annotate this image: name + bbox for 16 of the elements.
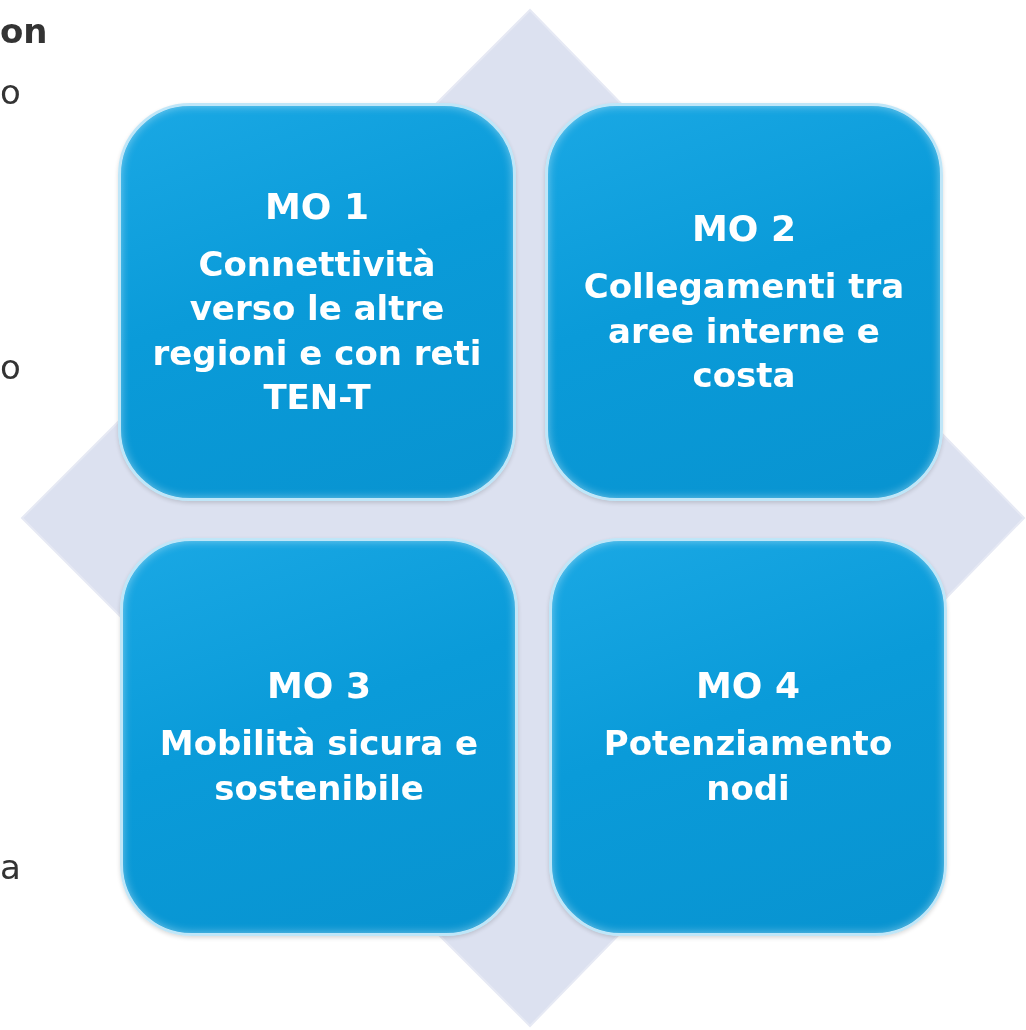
cropped-text: o xyxy=(0,75,21,109)
cropped-text: on xyxy=(0,14,48,48)
objective-tile xyxy=(545,103,943,501)
objective-tile xyxy=(549,538,947,936)
tile-text: Mobilità sicura e sostenibile xyxy=(158,722,480,810)
objective-tile xyxy=(118,103,516,501)
tile-heading: MO 3 xyxy=(267,664,371,708)
tile-text: Potenziamento nodi xyxy=(602,722,894,810)
tile-text: Connettività verso le altre regioni e con reti TEN-T xyxy=(151,243,483,419)
objective-tile xyxy=(120,538,518,936)
tile-heading: MO 2 xyxy=(692,207,796,251)
tile-text: Collegamenti tra aree interne e costa xyxy=(582,265,906,397)
cropped-text: a xyxy=(0,850,21,884)
cropped-text: o xyxy=(0,350,21,384)
tile-heading: MO 4 xyxy=(696,664,800,708)
tile-heading: MO 1 xyxy=(265,185,369,229)
